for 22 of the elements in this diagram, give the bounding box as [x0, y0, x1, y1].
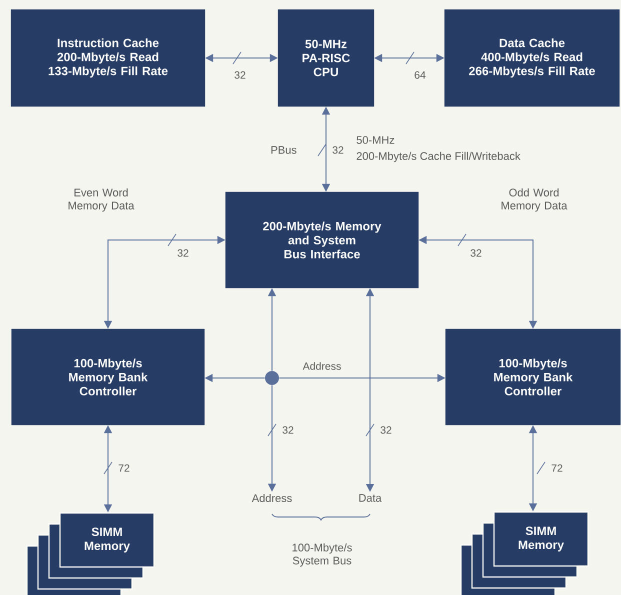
cache-box: Data Cache 400-Mbyte/s Read 266-Mbytes/s Fill Rate: [444, 9, 620, 107]
bus-label: Data: [359, 494, 382, 502]
node-label: SIMM: [92, 528, 122, 536]
cpu-box: 50-MHz PA-RISC CPU: [278, 9, 374, 107]
signal-label: Even Word Memory Data: [68, 188, 134, 212]
memory-stack: SIMM Memory: [460, 511, 589, 595]
bus-label: Address: [252, 494, 292, 502]
bus-description: 50-MHz: [356, 136, 394, 144]
bus-label: 100-Mbyte/s System Bus: [292, 543, 352, 567]
controller-box: 100-Mbyte/s Memory Bank Controller: [445, 328, 621, 426]
interface-box: 200-Mbyte/s Memory and System Bus Interface: [225, 192, 419, 288]
cache-box: Instruction Cache 200-Mbyte/s Read 133-Mbyte/s Fill Rate: [10, 9, 206, 107]
node-label: SIMM: [526, 526, 556, 536]
controller-box: 100-Mbyte/s Memory Bank Controller: [11, 328, 205, 426]
memory-stack: SIMM Memory: [26, 512, 155, 595]
bus-label: PBus: [271, 146, 296, 154]
junction-dot: [265, 371, 279, 385]
bus-description: 200-Mbyte/s Cache Fill/Writeback: [356, 152, 520, 162]
node-label: Memory: [84, 542, 130, 552]
edge-label: Address: [302, 361, 342, 371]
signal-label: Odd Word Memory Data: [502, 188, 568, 212]
node-label: Memory: [518, 540, 564, 552]
